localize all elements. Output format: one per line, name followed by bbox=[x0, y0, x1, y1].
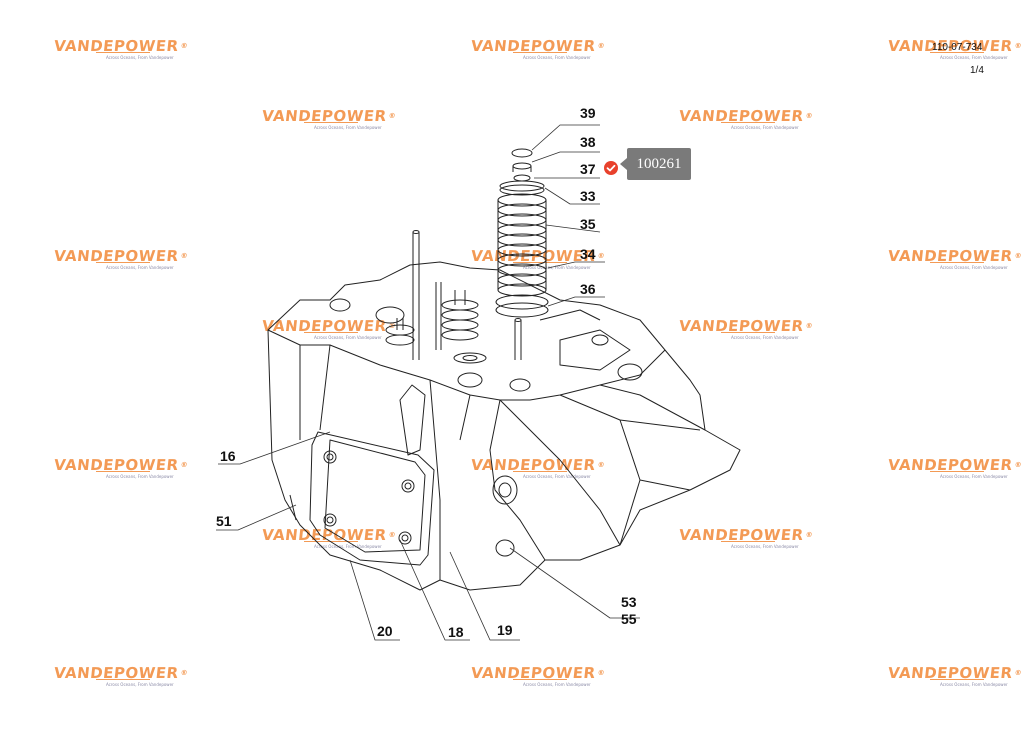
vandepower-watermark: VANDEPOWER® Across Oceans, From Vandepow… bbox=[887, 664, 1023, 687]
vandepower-watermark: VANDEPOWER® Across Oceans, From Vandepow… bbox=[470, 37, 606, 60]
vandepower-watermark: VANDEPOWER® Across Oceans, From Vandepow… bbox=[53, 664, 189, 687]
vandepower-watermark: VANDEPOWER® Across Oceans, From Vandepow… bbox=[53, 247, 189, 270]
vandepower-watermark: VANDEPOWER® Across Oceans, From Vandepow… bbox=[678, 526, 814, 549]
document-code: 110-07-734 bbox=[932, 42, 983, 53]
vandepower-watermark: VANDEPOWER® Across Oceans, From Vandepow… bbox=[261, 107, 397, 130]
part-tooltip-pointer bbox=[620, 158, 627, 170]
vandepower-watermark: VANDEPOWER® Across Oceans, From Vandepow… bbox=[53, 37, 189, 60]
vandepower-watermark: VANDEPOWER® Across Oceans, From Vandepow… bbox=[53, 456, 189, 479]
vandepower-watermark: VANDEPOWER® Across Oceans, From Vandepow… bbox=[470, 456, 606, 479]
callout-19: 19 bbox=[497, 622, 513, 638]
vandepower-watermark: VANDEPOWER® Across Oceans, From Vandepow… bbox=[678, 317, 814, 340]
vandepower-watermark: VANDEPOWER® Across Oceans, From Vandepow… bbox=[887, 247, 1023, 270]
callout-36: 36 bbox=[580, 281, 596, 297]
vandepower-watermark: VANDEPOWER® Across Oceans, From Vandepow… bbox=[887, 456, 1023, 479]
installed-valve-springs bbox=[385, 290, 487, 364]
callout-33: 33 bbox=[580, 188, 596, 204]
cylinder-head-block bbox=[267, 261, 741, 591]
callout-38: 38 bbox=[580, 134, 596, 150]
callout-34: 34 bbox=[580, 246, 596, 262]
vandepower-watermark: VANDEPOWER® Across Oceans, From Vandepow… bbox=[470, 247, 606, 270]
callout-35: 35 bbox=[580, 216, 596, 232]
vandepower-watermark: VANDEPOWER® Across Oceans, From Vandepow… bbox=[678, 107, 814, 130]
callout-53: 53 bbox=[621, 594, 637, 610]
exploded-valve-spring-stack bbox=[495, 148, 549, 318]
callout-leader-lines bbox=[216, 124, 640, 641]
callout-16: 16 bbox=[220, 448, 236, 464]
callout-51: 51 bbox=[216, 513, 232, 529]
callout-18: 18 bbox=[448, 624, 464, 640]
check-circle-icon[interactable] bbox=[604, 161, 618, 175]
cylinder-head-studs bbox=[412, 230, 522, 360]
part-number-tooltip[interactable]: 100261 bbox=[627, 148, 691, 180]
callout-39: 39 bbox=[580, 105, 596, 121]
page-number: 1/4 bbox=[970, 65, 984, 76]
callout-20: 20 bbox=[377, 623, 393, 639]
vandepower-watermark: VANDEPOWER® Across Oceans, From Vandepow… bbox=[261, 317, 397, 340]
vandepower-watermark: VANDEPOWER® Across Oceans, From Vandepow… bbox=[470, 664, 606, 687]
callout-37[interactable]: 37 bbox=[580, 161, 596, 177]
callout-55: 55 bbox=[621, 611, 637, 627]
vandepower-watermark: VANDEPOWER® Across Oceans, From Vandepow… bbox=[887, 37, 1023, 60]
